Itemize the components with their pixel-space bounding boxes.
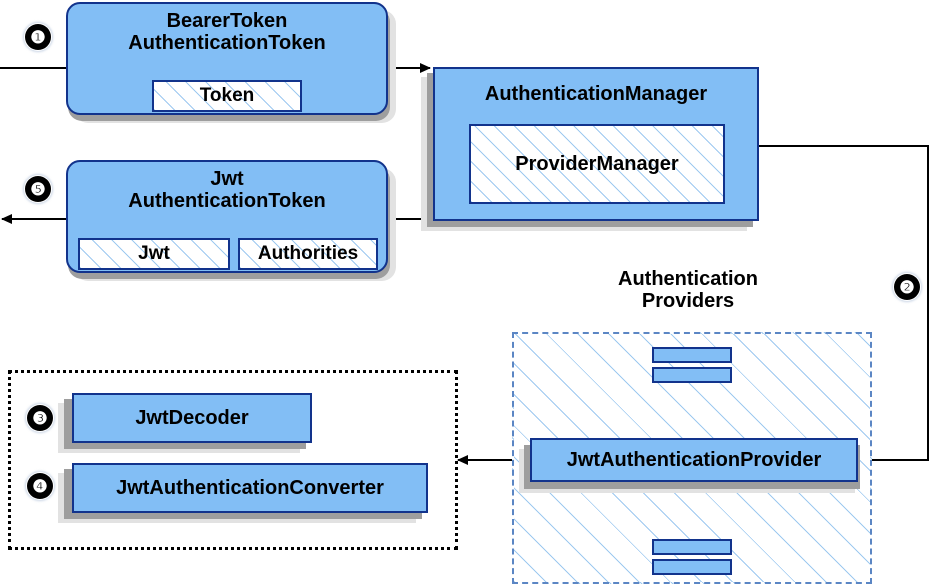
node-authentication-manager[interactable]: AuthenticationManager ProviderManager <box>433 67 759 221</box>
marker-1: ❶ <box>25 24 51 50</box>
provider-bar-lower-1 <box>652 539 732 555</box>
provider-bar-upper-2 <box>652 367 732 383</box>
provider-bar-upper-1 <box>652 347 732 363</box>
node-jwt-authentication-provider-title: JwtAuthenticationProvider <box>566 448 822 471</box>
flow-line-2 <box>758 145 929 465</box>
authentication-providers-label: Authentication Providers <box>618 268 758 313</box>
provider-bar-lower-2 <box>652 559 732 575</box>
node-jwt-authentication-converter[interactable]: JwtAuthenticationConverter <box>72 463 428 513</box>
node-bearer-token-authentication-token[interactable]: BearerToken AuthenticationToken Token <box>66 2 388 115</box>
node-jwt-decoder-title: JwtDecoder <box>135 406 249 429</box>
node-jwt-authentication-token[interactable]: Jwt AuthenticationToken Jwt Authorities <box>66 160 388 273</box>
node-jwt-decoder[interactable]: JwtDecoder <box>72 393 312 443</box>
field-token[interactable]: Token <box>152 80 302 112</box>
jwt-components-group <box>8 370 458 550</box>
node-jwt-authentication-provider[interactable]: JwtAuthenticationProvider <box>530 438 858 482</box>
node-bearer-token-title: BearerToken AuthenticationToken <box>128 10 326 55</box>
node-jwt-token-title: Jwt AuthenticationToken <box>128 168 326 213</box>
field-authorities[interactable]: Authorities <box>238 238 378 270</box>
marker-4: ❹ <box>27 473 53 499</box>
field-provider-manager[interactable]: ProviderManager <box>469 124 725 204</box>
node-authentication-manager-title: AuthenticationManager <box>484 83 708 105</box>
marker-3: ❸ <box>27 405 53 431</box>
node-jwt-authentication-converter-title: JwtAuthenticationConverter <box>116 476 384 499</box>
field-jwt[interactable]: Jwt <box>78 238 230 270</box>
marker-2: ❷ <box>894 274 920 300</box>
marker-5: ❺ <box>25 176 51 202</box>
